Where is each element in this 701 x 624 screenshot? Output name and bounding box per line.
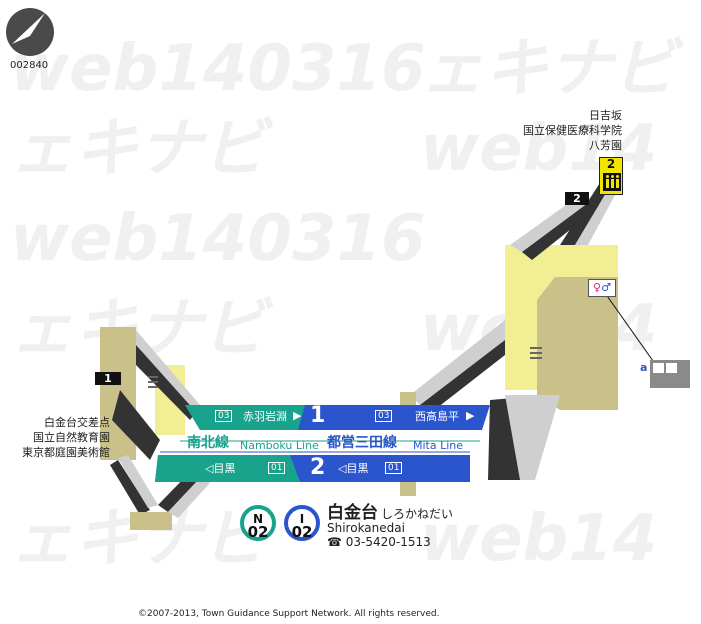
exit2-number: 2 bbox=[565, 192, 589, 205]
exit2-escalator-mark bbox=[530, 347, 542, 359]
elevator-icon bbox=[666, 363, 677, 373]
exit2-label: 国立保健医療科学院 bbox=[523, 124, 622, 137]
compass bbox=[6, 8, 54, 56]
lower-left-dest: ◁目黒 bbox=[205, 462, 236, 475]
badge-station-number: 02 bbox=[291, 523, 313, 541]
exit2-stair bbox=[510, 195, 592, 252]
exit2-stair bbox=[505, 395, 560, 480]
namboku-line-en: Namboku Line bbox=[240, 439, 319, 452]
exit2-label: 日吉坂 bbox=[589, 109, 622, 122]
station-name-kana: しろかねだい bbox=[381, 507, 454, 521]
womens-restroom-icon: ♀ bbox=[593, 281, 602, 294]
exit2-stair bbox=[410, 320, 505, 405]
upper-right-dest: 西高島平 bbox=[415, 410, 459, 423]
watermark-text: web140316 bbox=[10, 32, 426, 106]
platform-lower-namboku bbox=[155, 455, 300, 482]
mita-line-en: Mita Line bbox=[413, 439, 464, 452]
upper-track-number: 1 bbox=[310, 403, 326, 428]
exit2-building bbox=[537, 277, 618, 410]
stair-landing bbox=[400, 478, 416, 496]
exit-a-leader bbox=[604, 292, 659, 369]
exit1-stair bbox=[168, 478, 210, 518]
lower-track-number: 2 bbox=[310, 455, 326, 480]
upper-right-arrow: ▶ bbox=[466, 409, 475, 422]
watermark-text: web140316 bbox=[10, 202, 426, 276]
upper-left-arrow: ▶ bbox=[293, 409, 302, 422]
lower-left-code: 01 bbox=[268, 462, 286, 474]
watermark-text: web14 bbox=[420, 502, 657, 576]
exit1-labels: 白金台交差点 国立自然教育園 東京都庭園美術館 bbox=[10, 415, 110, 460]
exit1-stair bbox=[110, 460, 150, 515]
exit1-landing bbox=[130, 512, 172, 530]
upper-right-code: 03 bbox=[375, 410, 393, 422]
mita-station-badge: I 02 bbox=[284, 505, 320, 541]
station-name-romaji: Shirokanedai bbox=[327, 521, 405, 535]
station-name-kanji: 白金台 bbox=[327, 503, 378, 523]
mita-line-jp: 都営三田線 bbox=[327, 435, 397, 451]
exit-a-label: a bbox=[640, 361, 648, 374]
copyright: ©2007-2013, Town Guidance Support Networ… bbox=[138, 609, 440, 619]
exit1-label: 東京都庭園美術館 bbox=[22, 446, 110, 459]
wheelchair-icon bbox=[653, 363, 664, 373]
station-phone: ☎ 03-5420-1513 bbox=[327, 535, 431, 549]
elevator-icon bbox=[603, 173, 621, 191]
exit1-label: 国立自然教育園 bbox=[33, 431, 110, 444]
restroom-icon: ♀♂ bbox=[588, 279, 616, 297]
exit2-label: 八芳園 bbox=[589, 139, 622, 152]
exit1-escalator-mark bbox=[148, 376, 158, 388]
exit1-label: 白金台交差点 bbox=[44, 416, 110, 429]
platform-upper-divider bbox=[298, 405, 330, 430]
platform-upper-namboku bbox=[185, 405, 310, 430]
badge-line-letter: N bbox=[252, 512, 264, 526]
namboku-line-jp: 南北線 bbox=[187, 435, 229, 451]
watermark-text: ェキナビ bbox=[420, 32, 684, 106]
mens-restroom-icon: ♂ bbox=[601, 281, 611, 294]
exit1-stair bbox=[118, 455, 158, 508]
badge-station-number: 02 bbox=[247, 523, 269, 541]
lower-right-dest: ◁目黒 bbox=[338, 462, 369, 475]
badge-line-letter: I bbox=[299, 512, 305, 526]
namboku-station-badge: N 02 bbox=[240, 505, 276, 541]
upper-left-code: 03 bbox=[215, 410, 233, 422]
upper-left-dest: 赤羽岩淵 bbox=[243, 410, 287, 423]
exit2-stair bbox=[420, 340, 505, 415]
exit2-elevator: 2 bbox=[599, 157, 623, 195]
exit2-labels: 日吉坂 国立保健医療科学院 八芳園 bbox=[480, 108, 622, 153]
map-code: 002840 bbox=[10, 60, 49, 71]
elevator-number: 2 bbox=[606, 157, 616, 171]
exit1-stair bbox=[136, 345, 196, 420]
exit1-number: 1 bbox=[95, 372, 121, 385]
watermark-text: ェキナビ bbox=[10, 112, 274, 186]
lower-right-code: 01 bbox=[385, 462, 403, 474]
exit1-stair bbox=[136, 330, 200, 412]
exit1-stair bbox=[112, 390, 160, 460]
